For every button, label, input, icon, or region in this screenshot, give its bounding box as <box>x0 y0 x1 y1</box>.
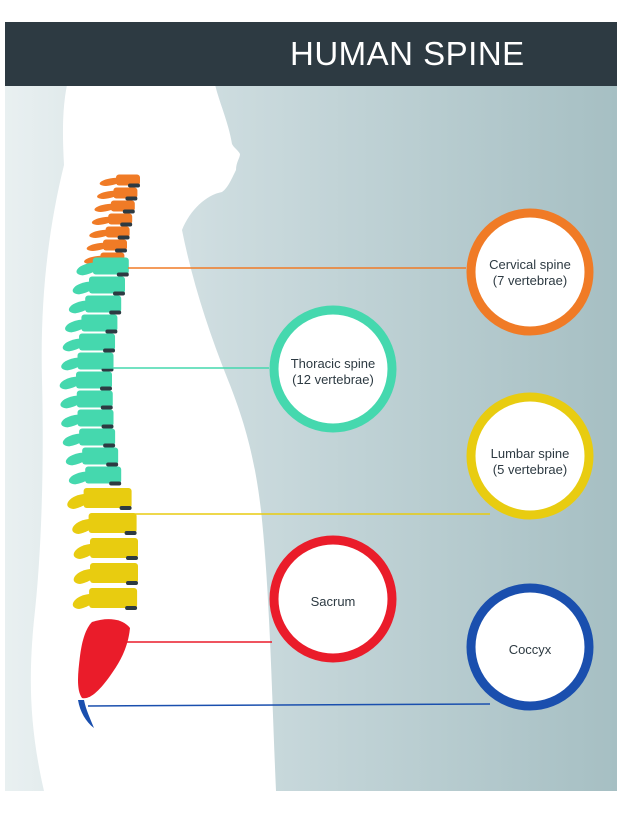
cervical-name: Cervical spine <box>489 257 571 272</box>
lumbar-vertebra-body <box>89 588 138 608</box>
cervical-vertebra-disc <box>117 235 130 240</box>
thoracic-vertebra-body <box>89 276 125 294</box>
sacrum-circle <box>269 535 397 663</box>
lumbar-vertebra-disc <box>126 556 138 560</box>
coccyx-circle <box>466 583 594 711</box>
cervical-vertebra-disc <box>122 209 135 214</box>
thoracic-vertebra-body <box>79 333 116 351</box>
coccyx-leader <box>87 703 491 707</box>
cervical-vertebra <box>91 213 133 227</box>
thoracic-name: Thoracic spine <box>290 356 376 371</box>
thoracic-vertebra-disc <box>109 310 122 315</box>
lumbar-vertebra-body <box>90 538 138 558</box>
cervical-vertebra-disc <box>128 183 140 188</box>
cervical-vertebra-body <box>116 174 140 186</box>
cervical-vertebra-body <box>105 226 130 238</box>
lumbar-vertebra-disc <box>124 531 137 535</box>
thoracic-vertebra <box>68 295 122 315</box>
thoracic-vertebra-disc <box>103 443 116 448</box>
thoracic-vertebra-body <box>92 257 129 275</box>
thoracic-vertebra-body <box>81 314 118 332</box>
lumbar-vertebra-body <box>83 488 132 508</box>
cervical-vertebra-disc <box>120 222 133 227</box>
region-circles <box>269 208 594 711</box>
lumbar-vertebra <box>72 588 138 610</box>
thoracic-vertebra <box>68 466 122 486</box>
thoracic-vertebra <box>62 428 116 448</box>
lumbar-vertebra <box>67 488 132 510</box>
thoracic-vertebra <box>65 314 118 334</box>
thoracic-vertebra-disc <box>100 386 112 391</box>
lumbar-vertebra-disc <box>126 581 138 585</box>
spine-column <box>59 174 140 728</box>
thoracic-vertebra <box>65 447 119 467</box>
cervical-vertebra-body <box>108 213 133 225</box>
lumbar-vertebra-body <box>88 513 137 533</box>
thoracic-count: (12 vertebrae) <box>292 372 374 387</box>
thoracic-vertebra-body <box>82 447 119 465</box>
thoracic-vertebra-body <box>85 295 122 313</box>
thoracic-vertebra-body <box>77 352 114 370</box>
page-title: HUMAN SPINE <box>5 22 617 86</box>
thoracic-vertebra-disc <box>106 462 119 467</box>
thoracic-vertebra-disc <box>109 481 122 486</box>
thoracic-vertebra-body <box>76 390 113 408</box>
cervical-vertebra-body <box>113 187 138 199</box>
thoracic-vertebra-disc <box>116 272 129 277</box>
lumbar-vertebra <box>73 538 138 560</box>
lumbar-label: Lumbar spine (5 vertebrae) <box>466 446 594 478</box>
lumbar-vertebra-disc <box>125 606 138 610</box>
sacrum-label: Sacrum <box>269 594 397 610</box>
thoracic-vertebra-body <box>76 371 112 389</box>
cervical-count: (7 vertebrae) <box>492 273 568 288</box>
cervical-vertebra <box>89 226 130 240</box>
thoracic-vertebra-body <box>79 428 116 446</box>
thoracic-vertebra-disc <box>113 291 125 296</box>
thoracic-label: Thoracic spine (12 vertebrae) <box>269 356 397 388</box>
thoracic-vertebra <box>61 409 114 429</box>
cervical-vertebra <box>94 200 135 214</box>
lumbar-vertebra <box>73 563 138 585</box>
lumbar-vertebra-body <box>90 563 138 583</box>
coccyx-bone <box>78 700 94 728</box>
thoracic-vertebra <box>59 371 112 391</box>
sacrum-name: Sacrum <box>310 594 356 609</box>
thoracic-vertebra-body <box>77 409 114 427</box>
sacrum-bone <box>78 619 130 699</box>
thoracic-circle <box>269 305 397 433</box>
lumbar-vertebra-disc <box>119 506 132 510</box>
thoracic-vertebra-disc <box>103 348 116 353</box>
cervical-circle <box>466 208 594 336</box>
thoracic-vertebra-disc <box>105 329 118 334</box>
lumbar-circle <box>466 392 594 520</box>
lumbar-vertebra <box>72 513 137 535</box>
cervical-vertebra <box>97 187 138 201</box>
cervical-vertebra <box>86 239 127 253</box>
thoracic-vertebra-disc <box>100 405 113 410</box>
cervical-vertebra-disc <box>115 248 127 253</box>
coccyx-name: Coccyx <box>508 642 552 657</box>
coccyx-label: Coccyx <box>466 642 594 658</box>
thoracic-vertebra-disc <box>101 424 114 429</box>
cervical-label: Cervical spine (7 vertebrae) <box>466 257 594 289</box>
thoracic-vertebra <box>62 333 116 353</box>
thoracic-vertebra <box>76 257 129 277</box>
cervical-vertebra-body <box>110 200 135 212</box>
cervical-vertebra-body <box>103 239 127 251</box>
lumbar-count: (5 vertebrae) <box>492 462 568 477</box>
lumbar-name: Lumbar spine <box>490 446 570 461</box>
cervical-vertebra-disc <box>125 196 138 201</box>
thoracic-vertebra <box>72 276 125 296</box>
thoracic-vertebra <box>60 390 113 410</box>
thoracic-vertebra-body <box>85 466 122 484</box>
cervical-vertebra <box>99 174 140 188</box>
leader-lines <box>87 267 491 707</box>
